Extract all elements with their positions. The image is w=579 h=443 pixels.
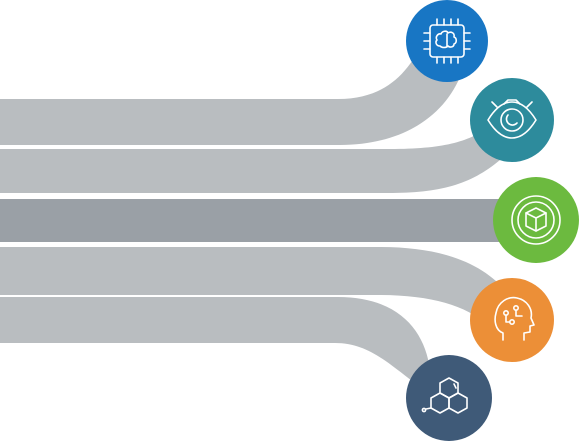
cube-orbit-icon [511, 195, 561, 245]
circle-bg-vision [470, 78, 554, 162]
chip-brain-icon [423, 18, 471, 64]
band-2 [0, 120, 500, 193]
circle-ai-head [470, 278, 554, 362]
band-4 [0, 247, 505, 325]
band-5 [0, 297, 450, 405]
hexagon-molecule-icon [421, 377, 468, 414]
bands-group [0, 38, 508, 405]
circle-ai-chip [406, 0, 488, 82]
circuit-head-icon [494, 296, 535, 341]
circle-ar-cube [493, 177, 579, 263]
band-3 [0, 199, 508, 242]
circle-vision [470, 78, 554, 162]
eye-icon [487, 99, 537, 139]
circle-molecule [406, 355, 492, 441]
band-1 [0, 38, 462, 145]
